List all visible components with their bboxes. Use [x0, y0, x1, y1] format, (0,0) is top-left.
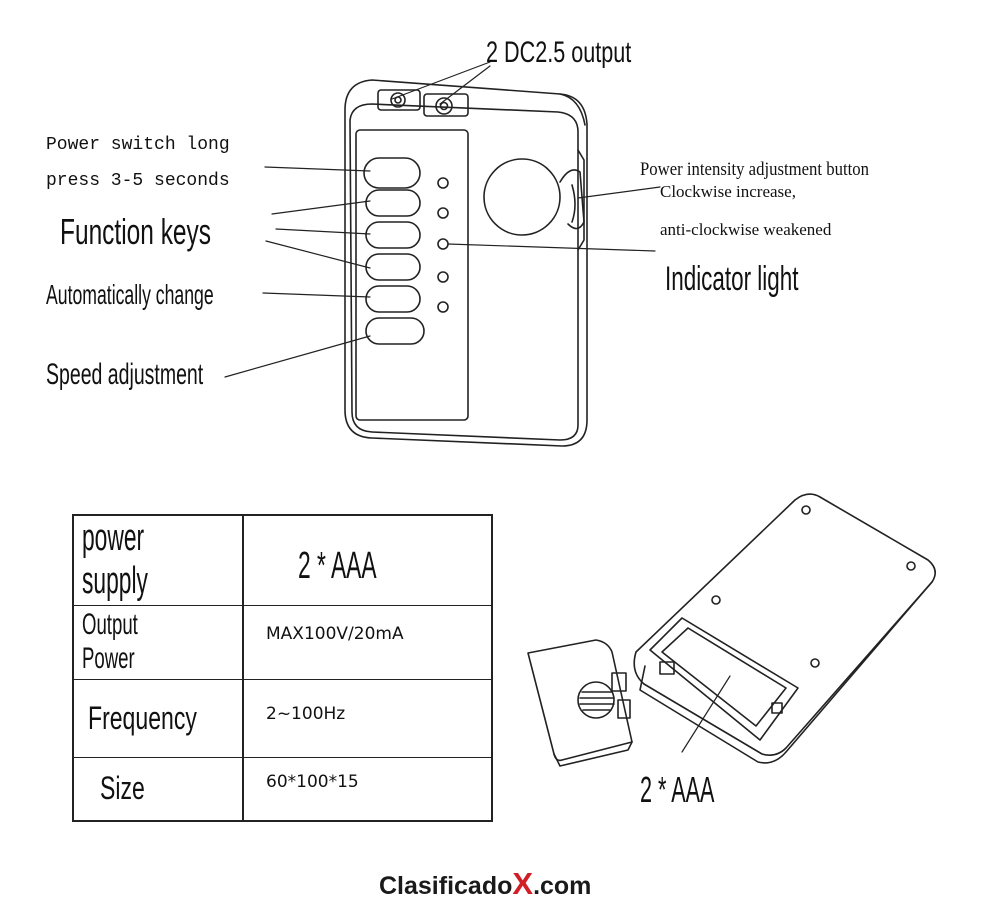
- leader-lines: [224, 61, 661, 378]
- spec-key-power-supply: power supply: [82, 517, 148, 603]
- label-intensity-button: Power intensity adjustment button: [640, 159, 869, 180]
- watermark-x: X: [512, 866, 534, 898]
- spec-value-frequency: 2~100Hz: [266, 703, 346, 724]
- spec-row-frequency: Frequency 2~100Hz: [73, 679, 492, 758]
- spec-row-power-supply: power supply 2 * AAA: [73, 515, 492, 606]
- label-dc-output: 2 DC2.5 output: [486, 36, 632, 69]
- spec-key-size: Size: [100, 770, 145, 807]
- label-function-keys: Function keys: [60, 211, 212, 252]
- intensity-knob: [483, 149, 585, 251]
- spec-row-output-power: Output Power MAX100V/20mA: [73, 605, 492, 680]
- function-key-buttons: [363, 157, 425, 345]
- label-clockwise: Clockwise increase,: [660, 182, 796, 201]
- spec-value-power-supply: 2 * AAA: [298, 544, 377, 587]
- spec-row-size: Size 60*100*15: [73, 757, 492, 822]
- label-power-switch-line1: Power switch long: [46, 135, 230, 155]
- spec-value-output-power: MAX100V/20mA: [266, 623, 404, 644]
- label-power-switch-line2: press 3-5 seconds: [46, 171, 230, 191]
- watermark-logo: ClasificadoX.com: [379, 866, 591, 898]
- label-speed-adjustment: Speed adjustment: [46, 358, 204, 391]
- dc-output-jacks: [377, 89, 469, 117]
- spec-table: power supply 2 * AAA Output Power MAX100…: [72, 514, 493, 822]
- watermark-suffix: .com: [533, 872, 592, 898]
- label-indicator-light: Indicator light: [665, 260, 799, 298]
- device-body: [344, 79, 588, 447]
- indicator-lights: [437, 177, 449, 313]
- battery-compartment-drawing: [527, 493, 936, 767]
- label-anticlockwise: anti-clockwise weakened: [660, 220, 832, 239]
- label-battery-type: 2 * AAA: [640, 769, 715, 810]
- spec-key-frequency: Frequency: [88, 699, 197, 736]
- spec-value-size: 60*100*15: [266, 771, 359, 792]
- watermark-brand: Clasificado: [379, 872, 513, 898]
- spec-key-output-power: Output Power: [82, 608, 138, 675]
- label-auto-change: Automatically change: [46, 279, 214, 310]
- button-panel: [355, 129, 469, 421]
